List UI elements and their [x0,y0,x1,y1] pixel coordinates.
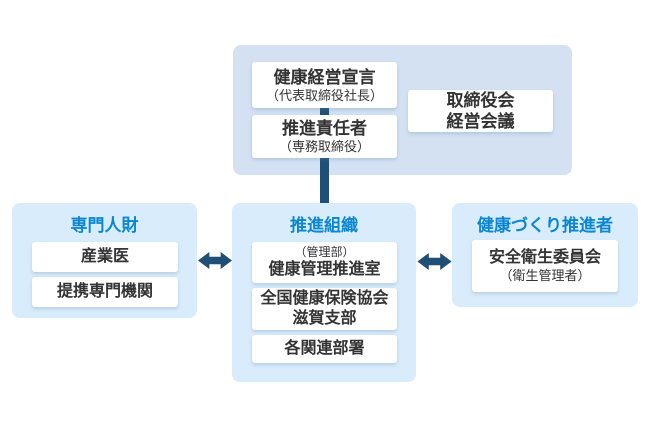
safety-committee-box: 安全衛生委員会 （衛生管理者） [472,240,618,292]
management-dept-sublabel: （管理部） [294,245,355,259]
related-departments-label: 各関連部署 [284,340,365,357]
insurance-association-line1: 全国健康保険協会 [260,290,389,307]
double-arrow-icon [417,252,452,276]
health-promoter-panel-title: 健康づくり推進者 [477,216,613,235]
double-arrow-icon [198,251,232,275]
safety-committee-sublabel: （衛生管理者） [499,268,591,283]
health-management-office-label: 健康管理推進室 [268,261,381,278]
specialist-panel: 専門人財 産業医 提携専門機関 [12,203,197,318]
safety-committee-label: 安全衛生委員会 [488,249,601,266]
health-management-office-box: （管理部） 健康管理推進室 [252,242,397,283]
occupational-physician-label: 産業医 [80,248,129,265]
related-departments-box: 各関連部署 [252,335,397,363]
declaration-box: 健康経営宣言 （代表取締役社長） [252,62,397,108]
promotion-organization-panel: 推進組織 （管理部） 健康管理推進室 全国健康保険協会 滋賀支部 各関連部署 [232,203,416,382]
board-meeting-box: 取締役会 経営会議 [408,90,553,132]
health-promoter-panel: 健康づくり推進者 安全衛生委員会 （衛生管理者） [452,203,638,307]
declaration-sublabel: （代表取締役社長） [265,87,383,103]
leader-sublabel: （専務取締役） [278,139,370,154]
declaration-label: 健康経営宣言 [273,67,376,87]
promotion-organization-title: 推進組織 [290,216,358,235]
top-executive-panel: 健康経営宣言 （代表取締役社長） 推進責任者 （専務取締役） 取締役会 経営会議 [233,45,572,175]
insurance-association-box: 全国健康保険協会 滋賀支部 [252,288,397,330]
partner-institutions-box: 提携専門機関 [32,277,178,307]
board-line2: 経営会議 [446,112,515,131]
board-line1: 取締役会 [446,91,515,110]
leader-label: 推進責任者 [282,119,367,138]
promotion-leader-box: 推進責任者 （専務取締役） [252,115,397,158]
partner-institutions-label: 提携専門機関 [56,283,153,300]
specialist-panel-title: 専門人財 [70,216,139,235]
insurance-association-line2: 滋賀支部 [292,310,357,327]
occupational-physician-box: 産業医 [32,242,178,272]
